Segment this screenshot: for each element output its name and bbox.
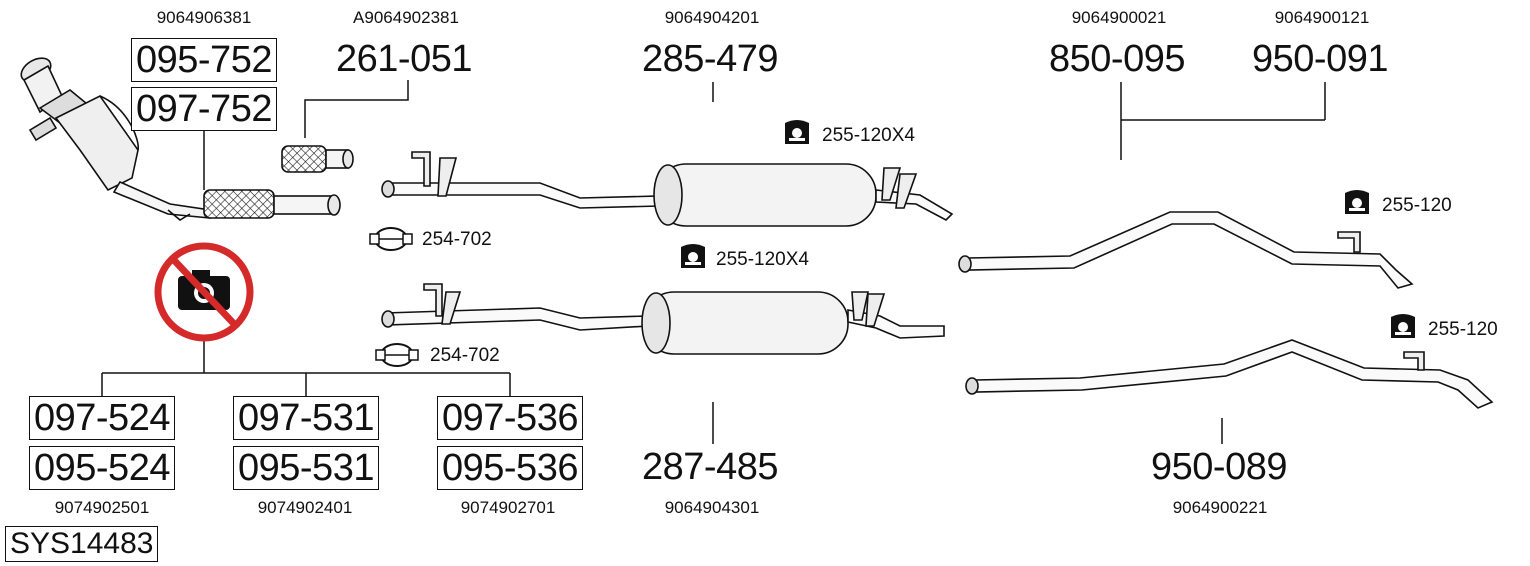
oem-number-dpf-c: 9074902701 (460, 498, 556, 517)
clamp-label-2: 254-702 (430, 345, 500, 366)
rubber-hanger-icon (681, 244, 705, 268)
oem-number-tail-b: 9064900121 (1274, 8, 1370, 27)
clamp-label-1: 254-702 (422, 229, 492, 250)
middle-silencer-upper-drawing (381, 151, 954, 227)
part-number-dpf-b-1: 097-531 (233, 396, 379, 440)
oem-number-middle-top: 9064904201 (664, 8, 760, 27)
oem-number-middle-bottom: 9064904301 (664, 498, 760, 517)
hanger-label-2: 255-120X4 (716, 249, 809, 270)
pipe-clamp-icon (369, 227, 413, 251)
oem-number-cat: 9064906381 (156, 8, 252, 27)
rubber-hanger-icon (785, 120, 809, 144)
hanger-label-1: 255-120X4 (822, 125, 915, 146)
system-number: SYS14483 (5, 526, 159, 562)
oem-number-flexpipe: A9064902381 (353, 8, 459, 27)
pipe-clamp-icon (375, 343, 419, 367)
part-number-dpf-a-1: 097-524 (29, 396, 175, 440)
tailpipe-lower-drawing (965, 339, 1494, 409)
oem-number-dpf-a: 9074902501 (54, 498, 150, 517)
hanger-label-3: 255-120 (1382, 195, 1452, 216)
part-number-dpf-c-1: 097-536 (437, 396, 583, 440)
part-number-dpf-c-2: 095-536 (437, 446, 583, 490)
part-number-tail-1: 850-095 (1049, 38, 1185, 80)
part-number-middle-1: 285-479 (642, 38, 778, 80)
part-number-flexpipe: 261-051 (336, 38, 472, 80)
oem-number-tail-a: 9064900021 (1071, 8, 1167, 27)
tailpipe-upper-drawing (958, 211, 1414, 289)
oem-number-dpf-b: 9074902401 (257, 498, 353, 517)
middle-silencer-lower-drawing (381, 283, 945, 355)
part-number-dpf-a-2: 095-524 (29, 446, 175, 490)
hanger-label-4: 255-120 (1428, 319, 1498, 340)
part-number-tail-3: 950-089 (1151, 446, 1287, 488)
part-number-cat-2: 097-752 (131, 87, 277, 131)
rubber-hanger-icon (1391, 314, 1415, 338)
oem-number-tail-bottom: 9064900221 (1172, 498, 1268, 517)
catalytic-converter-drawing (20, 57, 341, 221)
leader-lines (101, 80, 1326, 444)
rubber-hanger-icon (1345, 190, 1369, 214)
part-number-dpf-b-2: 095-531 (233, 446, 379, 490)
flexpipe-drawing (281, 145, 354, 173)
no-photo-icon (154, 242, 254, 342)
part-number-tail-2: 950-091 (1252, 38, 1388, 80)
part-number-middle-2: 287-485 (642, 446, 778, 488)
part-number-cat-1: 095-752 (131, 38, 277, 82)
